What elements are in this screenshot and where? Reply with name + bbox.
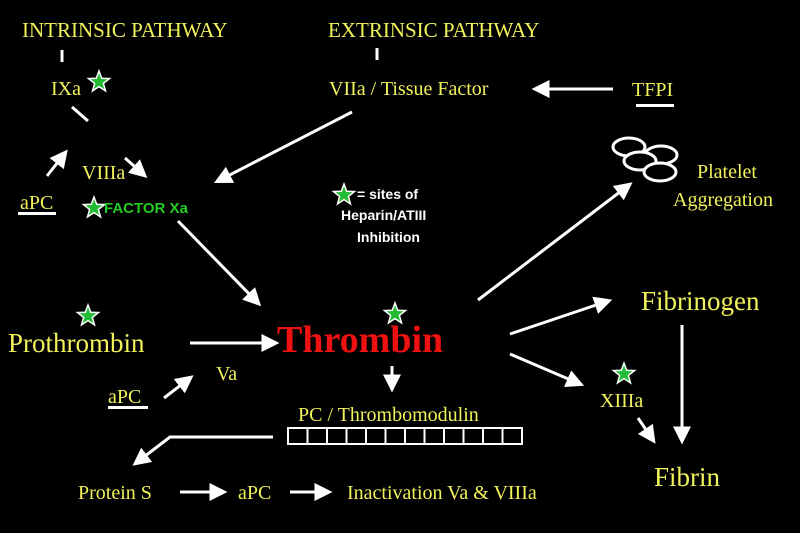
membrane-segment (501, 427, 523, 445)
legend-line-1: = sites of (357, 186, 419, 202)
intrinsic-pathway-label: INTRINSIC PATHWAY (22, 18, 228, 42)
factor-xa-label: FACTOR Xa (104, 200, 188, 217)
thrombin-label: Thrombin (277, 319, 444, 361)
ixa-to-viiia-line (71, 105, 89, 123)
membrane-segment (404, 427, 426, 445)
apc-left-underline (18, 212, 56, 215)
star-icon-legend (331, 181, 357, 206)
membrane-segment (326, 427, 348, 445)
viia-to-factor-xa-arrow (213, 110, 353, 184)
apc-lower-label: aPC (108, 386, 142, 408)
apc-lower-underline (108, 406, 148, 409)
apc-inhibits-va-arrow (163, 375, 194, 400)
membrane-segment (345, 427, 367, 445)
viiia-label: VIIIa (82, 162, 126, 184)
membrane-segment (384, 427, 406, 445)
inactivation-label: Inactivation Va & VIIIa (347, 482, 537, 504)
star-icon-thrombin (382, 300, 408, 325)
star-icon-ixa (86, 68, 112, 93)
platelet-aggregation-line-1: Platelet (697, 161, 757, 183)
membrane-segment (423, 427, 445, 445)
ixa-label: IXa (51, 78, 81, 100)
legend-line-2: Heparin/ATIII (341, 207, 427, 223)
platelet-cluster-icon (611, 136, 679, 183)
star-icon-factor-xa (81, 194, 107, 219)
membrane-segment (443, 427, 465, 445)
fibrin-label: Fibrin (654, 462, 721, 492)
factor-xa-to-thrombin-arrow (176, 219, 262, 307)
va-label: Va (216, 363, 238, 385)
apc-left-label: aPC (20, 192, 54, 214)
membrane-segment (462, 427, 484, 445)
apc-inhibits-viiia-arrow (45, 149, 68, 177)
legend-line-3: Inhibition (357, 229, 420, 245)
inhibition-stars (75, 68, 637, 385)
thrombin-to-platelet-arrow (477, 182, 633, 302)
xiiia-to-fibrin-arrow (636, 417, 656, 444)
viia-tissue-factor-label: VIIa / Tissue Factor (329, 78, 489, 100)
membrane-bar (287, 427, 523, 445)
pc-thrombomodulin-label: PC / Thrombomodulin (298, 404, 479, 426)
xiiia-label: XIIIa (600, 390, 644, 412)
tfpi-underline (636, 104, 674, 107)
thrombin-to-fibrinogen-arrow (509, 296, 613, 336)
thrombin-to-xiiia-arrow (509, 352, 585, 387)
star-icon-prothrombin (75, 302, 101, 327)
membrane-segment (306, 427, 328, 445)
platelet-aggregation-line-2: Aggregation (673, 189, 773, 211)
star-icon-xiiia (611, 360, 637, 385)
fibrinogen-label: Fibrinogen (641, 286, 760, 316)
extrinsic-pathway-label: EXTRINSIC PATHWAY (328, 18, 540, 42)
membrane-segment (287, 427, 309, 445)
membrane-segment (482, 427, 504, 445)
viiia-to-factor-xa-arrow (123, 156, 148, 179)
prothrombin-label: Prothrombin (8, 328, 145, 358)
tfpi-label: TFPI (632, 79, 674, 101)
pc-to-protein-s-arrow (132, 435, 273, 466)
membrane-segment (365, 427, 387, 445)
protein-s-label: Protein S (78, 482, 152, 504)
apc-bottom-label: aPC (238, 482, 272, 504)
